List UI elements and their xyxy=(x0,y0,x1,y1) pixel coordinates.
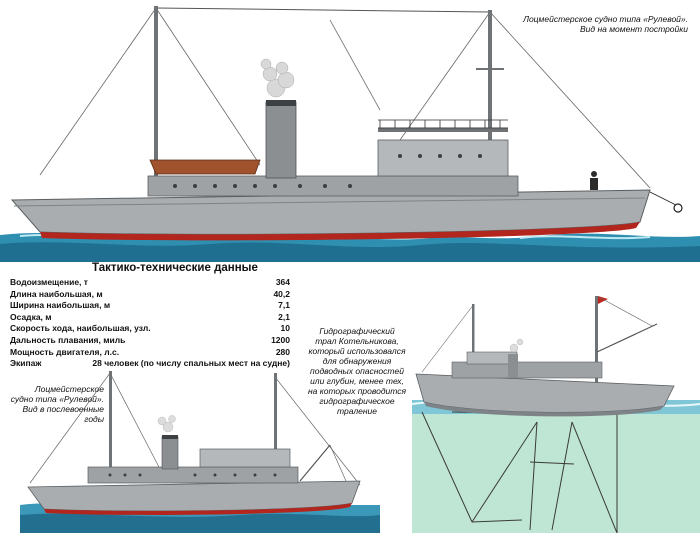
spec-label: Мощность двигателя, л.с. xyxy=(10,346,120,357)
spec-label: Осадка, м xyxy=(10,311,52,322)
spec-value: 2,1 xyxy=(278,311,290,322)
spec-row: Ширина наибольшая, м 7,1 xyxy=(10,300,290,312)
spec-row: Дальность плавания, миль 1200 xyxy=(10,335,290,347)
spec-row: Мощность двигателя, л.с. 280 xyxy=(10,347,290,359)
caption-original-ship: Лоцмейстерское судно типа «Рулевой». Вид… xyxy=(468,14,688,34)
spec-label: Длина наибольшая, м xyxy=(10,288,103,299)
caption-original-line1: Лоцмейстерское судно типа «Рулевой». xyxy=(523,14,688,24)
caption-trawl-line3: который использовался xyxy=(308,346,406,356)
caption-trawl-line1: Гидрографический xyxy=(319,326,395,336)
caption-trawl-line6: или глубин, менее тех, xyxy=(310,376,404,386)
spec-label: Водоизмещение, т xyxy=(10,277,88,287)
spec-value: 1200 xyxy=(271,335,290,345)
spec-value: 40,2 xyxy=(273,288,290,299)
spec-label: Дальность плавания, миль xyxy=(10,335,126,345)
caption-postwar-line1: Лоцмейстерское xyxy=(34,384,104,394)
spec-row: Длина наибольшая, м 40,2 xyxy=(10,289,290,301)
spec-row: Экипаж 28 человек (по числу спальных мест… xyxy=(10,358,290,370)
caption-postwar-line4: годы xyxy=(84,414,104,424)
caption-trawl-line9: траление xyxy=(337,406,377,416)
spec-row: Скорость хода, наибольшая, узл. 10 xyxy=(10,323,290,335)
caption-trawl-line7: на которых проводится xyxy=(307,386,407,396)
specs-panel: Тактико-технические данные Водоизмещение… xyxy=(10,262,300,368)
ship-illustration-original xyxy=(0,0,700,262)
caption-trawl-line2: трал Котельникова, xyxy=(315,336,399,346)
spec-value: 28 человек (по числу спальных мест на су… xyxy=(92,358,290,369)
caption-postwar-ship: Лоцмейстерское судно типа «Рулевой». Вид… xyxy=(4,384,104,424)
trawl-illustration xyxy=(412,282,700,533)
spec-row: Водоизмещение, т 364 xyxy=(10,277,290,289)
spec-row: Осадка, м 2,1 xyxy=(10,312,290,324)
caption-trawl-line4: для обнаружения xyxy=(322,356,392,366)
spec-label: Экипаж xyxy=(10,358,42,369)
ship-illustration-postwar xyxy=(20,365,380,533)
specs-title: Тактико-технические данные xyxy=(92,262,258,274)
caption-trawl-line8: гидрографическое xyxy=(319,396,395,406)
caption-postwar-line3: Вид в послевоенные xyxy=(22,404,104,414)
caption-trawl-line5: подводных опасностей xyxy=(310,366,404,376)
spec-value: 280 xyxy=(275,346,290,357)
caption-original-line2: Вид на момент постройки xyxy=(579,24,688,34)
spec-value: 10 xyxy=(280,323,290,334)
spec-label: Ширина наибольшая, м xyxy=(10,300,111,311)
caption-trawl: Гидрографический трал Котельникова, кото… xyxy=(292,326,422,416)
spec-value: 364 xyxy=(275,277,290,287)
spec-label: Скорость хода, наибольшая, узл. xyxy=(10,323,151,334)
caption-postwar-line2: судно типа «Рулевой». xyxy=(10,394,104,404)
spec-value: 7,1 xyxy=(278,300,290,311)
